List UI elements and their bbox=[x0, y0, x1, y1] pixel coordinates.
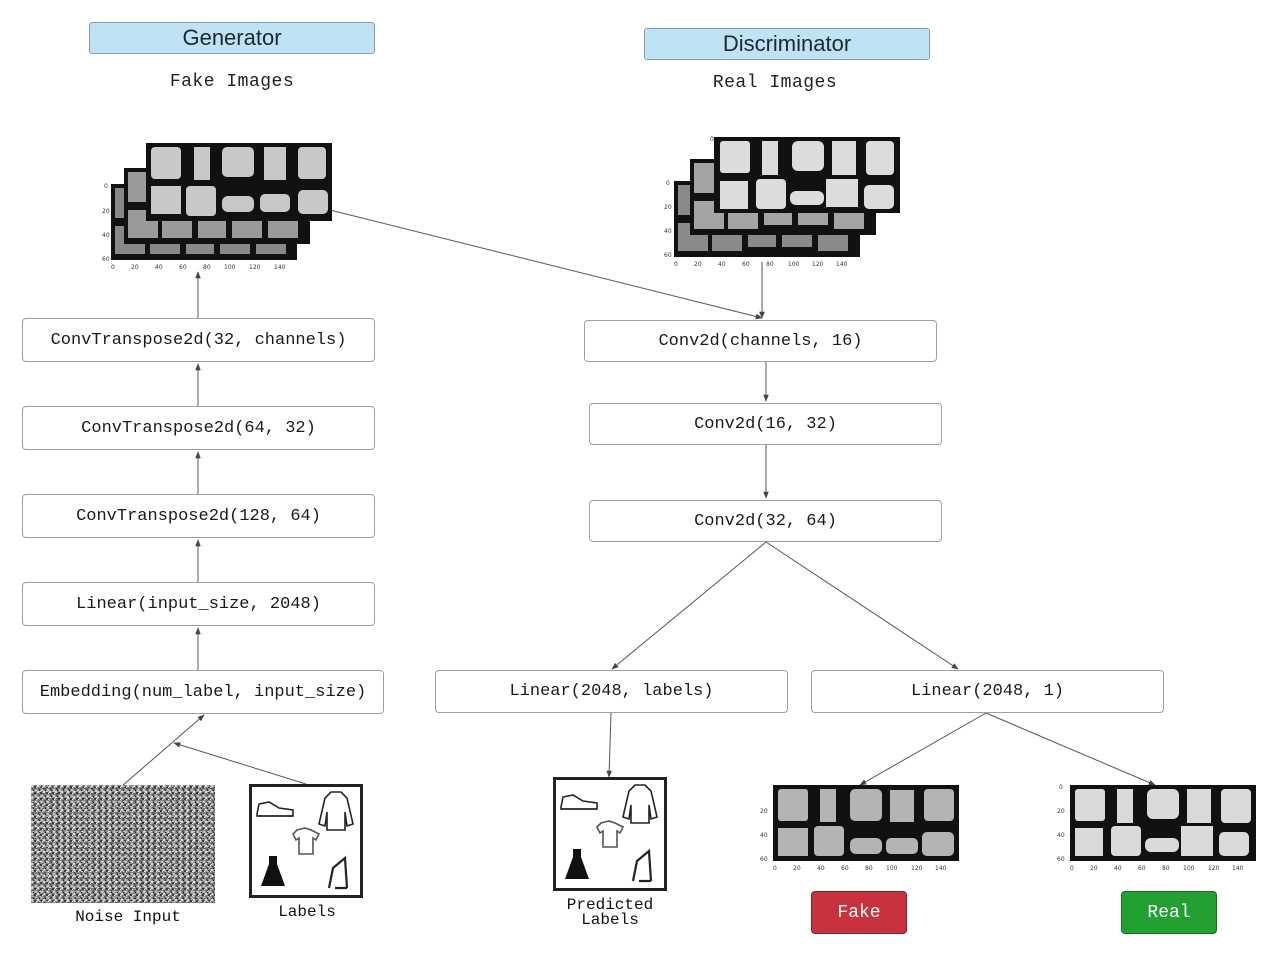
svg-text:40: 40 bbox=[664, 228, 672, 235]
predicted-labels-caption: Predicted Labels bbox=[540, 896, 680, 929]
hoodie-icon bbox=[318, 791, 354, 831]
tshirt-icon bbox=[292, 827, 321, 855]
svg-text:120: 120 bbox=[911, 865, 923, 872]
svg-text:0: 0 bbox=[666, 180, 670, 187]
svg-text:20: 20 bbox=[102, 208, 110, 215]
disc-linear-labels: Linear(2048, labels) bbox=[435, 670, 788, 713]
svg-text:40: 40 bbox=[1057, 832, 1065, 839]
svg-text:60: 60 bbox=[1057, 856, 1065, 863]
svg-text:60: 60 bbox=[179, 264, 187, 271]
svg-text:0: 0 bbox=[674, 261, 678, 268]
svg-text:60: 60 bbox=[841, 865, 849, 872]
real-images-stack: 0 0 20 40 60 0 20 40 60 80 100 120 140 bbox=[664, 136, 900, 268]
svg-text:140: 140 bbox=[935, 865, 947, 872]
discriminator-subtitle: Real Images bbox=[712, 73, 838, 93]
disc-conv2d-16-32: Conv2d(16, 32) bbox=[589, 403, 942, 445]
gen-embedding: Embedding(num_label, input_size) bbox=[22, 670, 384, 714]
svg-text:100: 100 bbox=[788, 261, 800, 268]
noise-input-image bbox=[31, 785, 215, 903]
svg-text:120: 120 bbox=[1208, 865, 1220, 872]
labels-caption: Labels bbox=[278, 903, 336, 921]
fake-button[interactable]: Fake bbox=[811, 891, 907, 934]
svg-text:140: 140 bbox=[836, 261, 848, 268]
svg-text:0: 0 bbox=[1070, 865, 1074, 872]
svg-text:20: 20 bbox=[694, 261, 702, 268]
gen-convtranspose-128-64: ConvTranspose2d(128, 64) bbox=[22, 494, 375, 538]
real-button[interactable]: Real bbox=[1121, 891, 1217, 934]
svg-text:80: 80 bbox=[865, 865, 873, 872]
sneaker-icon bbox=[256, 801, 294, 817]
hoodie-icon bbox=[622, 784, 658, 824]
svg-text:60: 60 bbox=[742, 261, 750, 268]
svg-text:0: 0 bbox=[104, 183, 108, 190]
generator-subtitle: Fake Images bbox=[169, 72, 295, 92]
svg-text:0: 0 bbox=[710, 136, 714, 143]
svg-text:40: 40 bbox=[817, 865, 825, 872]
predicted-labels-box bbox=[553, 777, 667, 891]
svg-text:20: 20 bbox=[1057, 808, 1065, 815]
svg-text:20: 20 bbox=[131, 264, 139, 271]
svg-text:40: 40 bbox=[102, 232, 110, 239]
svg-text:140: 140 bbox=[1232, 865, 1244, 872]
svg-text:20: 20 bbox=[793, 865, 801, 872]
disc-linear-binary: Linear(2048, 1) bbox=[811, 670, 1164, 713]
svg-text:80: 80 bbox=[203, 264, 211, 271]
tshirt-icon bbox=[596, 820, 625, 848]
heel-icon bbox=[327, 855, 349, 890]
dress-icon bbox=[565, 849, 589, 879]
gen-convtranspose-32-channels: ConvTranspose2d(32, channels) bbox=[22, 318, 375, 362]
svg-text:120: 120 bbox=[812, 261, 824, 268]
svg-text:0: 0 bbox=[111, 264, 115, 271]
svg-text:40: 40 bbox=[1114, 865, 1122, 872]
svg-text:60: 60 bbox=[102, 256, 110, 263]
fake-output-grid: 20 40 60 0 20 40 60 80 100 120 140 bbox=[760, 785, 959, 872]
svg-text:100: 100 bbox=[886, 865, 898, 872]
predicted-caption-line1: Predicted bbox=[566, 896, 654, 914]
disc-conv2d-channels-16: Conv2d(channels, 16) bbox=[584, 320, 937, 362]
svg-text:0: 0 bbox=[1059, 784, 1063, 791]
gen-convtranspose-64-32: ConvTranspose2d(64, 32) bbox=[22, 406, 375, 450]
sneaker-icon bbox=[560, 794, 598, 810]
heel-icon bbox=[631, 848, 653, 883]
svg-text:100: 100 bbox=[224, 264, 236, 271]
noise-input-caption: Noise Input bbox=[75, 908, 181, 926]
discriminator-header: Discriminator bbox=[644, 28, 930, 60]
svg-text:20: 20 bbox=[664, 204, 672, 211]
svg-text:0: 0 bbox=[773, 865, 777, 872]
svg-text:100: 100 bbox=[1183, 865, 1195, 872]
predicted-caption-line2: Labels bbox=[581, 911, 639, 929]
generator-header: Generator bbox=[89, 22, 375, 54]
gen-linear-input-size: Linear(input_size, 2048) bbox=[22, 582, 375, 626]
fake-images-stack: 0 20 40 60 0 20 40 60 80 100 120 140 bbox=[102, 143, 332, 271]
disc-conv2d-32-64: Conv2d(32, 64) bbox=[589, 500, 942, 542]
svg-text:20: 20 bbox=[1090, 865, 1098, 872]
svg-text:40: 40 bbox=[155, 264, 163, 271]
svg-text:60: 60 bbox=[1138, 865, 1146, 872]
svg-text:140: 140 bbox=[274, 264, 286, 271]
svg-text:60: 60 bbox=[760, 856, 768, 863]
svg-text:20: 20 bbox=[760, 808, 768, 815]
svg-text:40: 40 bbox=[760, 832, 768, 839]
labels-box bbox=[249, 784, 363, 898]
svg-text:60: 60 bbox=[664, 252, 672, 259]
real-grid-front bbox=[714, 137, 900, 213]
dress-icon bbox=[261, 856, 285, 886]
real-output-grid: 0 20 40 60 0 20 40 60 80 100 120 140 bbox=[1057, 784, 1256, 872]
svg-text:120: 120 bbox=[249, 264, 261, 271]
svg-text:40: 40 bbox=[718, 261, 726, 268]
svg-text:80: 80 bbox=[1162, 865, 1170, 872]
fake-grid-front bbox=[146, 143, 332, 221]
svg-text:80: 80 bbox=[766, 261, 774, 268]
